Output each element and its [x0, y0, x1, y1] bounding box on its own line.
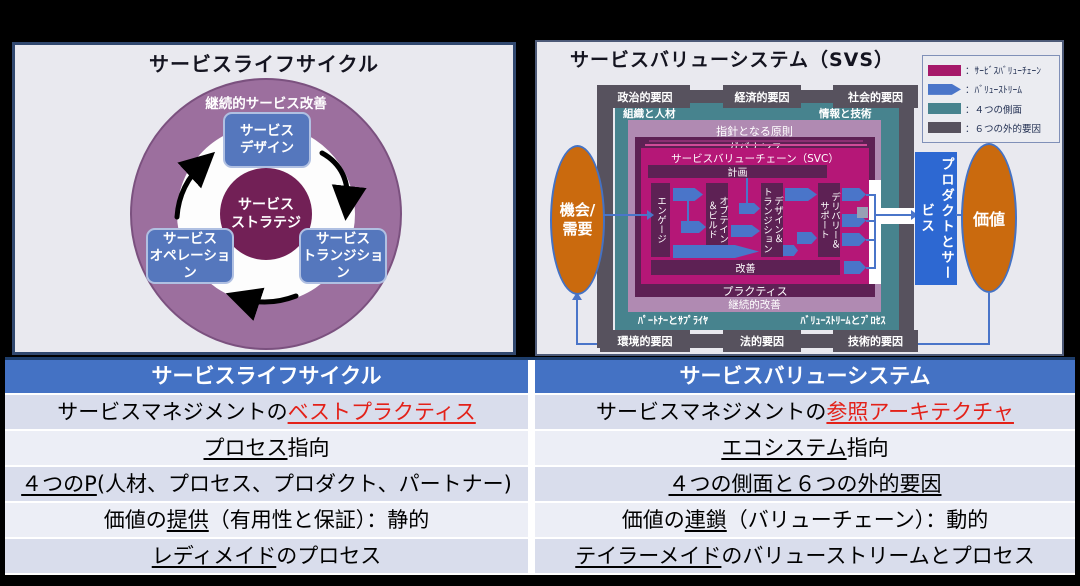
valuestream-arrow — [783, 245, 798, 256]
factor-environmental: 環境的要因 — [600, 330, 690, 352]
dimension-partners-suppliers: ﾊﾟｰﾄﾅｰとｻﾌﾟﾗｲﾔ — [617, 309, 729, 330]
dimension-valuestreams-processes: ﾊﾞﾘｭｰｽﾄﾘｰﾑとﾌﾟﾛｾｽ — [784, 309, 902, 330]
lifecycle-title: サービスライフサイクル — [149, 52, 379, 76]
service-transition-box: サービス トランジション — [299, 228, 387, 284]
cycle-arrows — [174, 150, 367, 321]
legend-label: ：４つの側面 — [965, 104, 1023, 116]
legend-row: ：４つの側面 — [928, 102, 1054, 116]
csi-ring-label: 継続的サービス改善 — [205, 96, 327, 112]
table-row: 価値の連鎖（バリューチェーン）：動的 — [535, 503, 1075, 539]
legend-label: ：ｻｰﾋﾞｽﾊﾞﾘｭｰﾁｪｰﾝ — [965, 66, 1042, 78]
valuestream-arrow — [785, 188, 817, 201]
connector-stub — [866, 194, 875, 196]
legend-row: ：６つの外的要因 — [928, 121, 1054, 135]
arrow-to-products-head — [911, 210, 918, 220]
table-row: ４つのP(人材、プロセス、プロダクト、パートナー) — [5, 467, 528, 503]
table-row: サービスマネジメントの参照アーキテクチャ — [535, 395, 1075, 431]
service-strategy-core: サービス ストラテジ — [220, 168, 312, 260]
svc-stack-line-2 — [649, 140, 863, 142]
table-row: レディメイドのプロセス — [5, 539, 528, 573]
output-channel-horizontal — [881, 208, 917, 224]
factor-economic: 経済的要因 — [723, 85, 801, 108]
valuestream-stem — [687, 201, 689, 222]
continual-improvement-label: 継続的改善 — [728, 299, 781, 311]
table-row: ４つの側面と６つの外的要因 — [535, 467, 1075, 503]
factor-technological: 技術的要因 — [833, 330, 918, 352]
factor-legal: 法的要因 — [723, 330, 801, 352]
valuestream-arrow — [673, 188, 703, 201]
valuestream-exit-arrow — [844, 261, 866, 274]
connector-stub — [866, 239, 875, 241]
valuestream-stem — [746, 178, 748, 206]
table-row: プロセス指向 — [5, 431, 528, 467]
arrow-opportunity-to-svc — [603, 214, 647, 216]
table-row: テイラーメイドのバリューストリームとプロセス — [535, 539, 1075, 573]
service-design-box: サービス デザイン — [223, 112, 311, 168]
connector-vertical — [874, 194, 876, 269]
connector-stub — [866, 220, 875, 222]
improve-band: 改善 — [651, 260, 840, 275]
feedback-line-left — [576, 299, 578, 345]
table-row: サービスマネジメントのベストプラクティス — [5, 395, 528, 431]
service-value-chain-swatch — [928, 64, 961, 76]
activity-design-transition: デザイン＆ トランジション — [761, 183, 783, 257]
svc-title: サービスバリューチェーン（SVC） — [671, 153, 839, 165]
table-row: エコシステム指向 — [535, 431, 1075, 467]
valuestream-exit-arrow — [842, 188, 866, 201]
arrow-to-products — [875, 214, 911, 216]
connector-stub — [866, 267, 875, 269]
valuestream-arrow — [797, 232, 817, 244]
svs-title: サービスバリューシステム（SVS） — [569, 49, 895, 71]
activity-engage: エンゲージ — [651, 183, 670, 257]
activity-deliver-support: デリバリー＆ サポート — [818, 183, 840, 257]
connector-node — [857, 207, 868, 218]
table-row: 価値の提供（有用性と保証）：静的 — [5, 503, 528, 539]
dimension-info-tech: 情報と技術 — [819, 108, 872, 120]
svs-panel: 組織と人材 情報と技術 ﾊﾟｰﾄﾅｰとｻﾌﾟﾗｲﾔ ﾊﾞﾘｭｰｽﾄﾘｰﾑとﾌﾟﾛ… — [535, 40, 1064, 356]
arrow-opportunity-head — [647, 210, 654, 220]
feedback-line-right — [988, 293, 990, 345]
value-stream-arrow-swatch — [928, 83, 961, 95]
legend-row: ：ﾊﾞﾘｭｰｽﾄﾘｰﾑ — [928, 82, 1054, 96]
lifecycle-panel: サービスライフサイクル 継続的サービス改善 サービス ストラテジ サービス デザ… — [12, 42, 516, 355]
guiding-principles-label: 指針となる原則 — [716, 125, 793, 138]
valuestream-arrow — [681, 221, 706, 233]
legend-label: ：６つの外的要因 — [965, 123, 1042, 135]
service-operation-box: サービス オペレーション — [146, 228, 234, 284]
plan-band: 計画 — [648, 165, 827, 179]
valuestream-arrow — [731, 225, 760, 237]
valuestream-arrow — [739, 203, 760, 214]
legend-row: ：ｻｰﾋﾞｽﾊﾞﾘｭｰﾁｪｰﾝ — [928, 63, 1054, 77]
svs-column: サービスバリューシステム サービスマネジメントの参照アーキテクチャ エコシステム… — [535, 360, 1075, 573]
valuestream-arrow — [673, 245, 759, 258]
comparison-table: サービスライフサイクル サービスマネジメントのベストプラクティス プロセス指向 … — [5, 357, 1075, 575]
dimension-org-people: 組織と人材 — [623, 108, 676, 120]
activity-obtain-build: オブテイン ＆ビルド — [706, 183, 728, 257]
legend: ：ｻｰﾋﾞｽﾊﾞﾘｭｰﾁｪｰﾝ ：ﾊﾞﾘｭｰｽﾄﾘｰﾑ ：４つの側面 ：６つの外… — [922, 55, 1060, 143]
column-header: サービスバリューシステム — [535, 360, 1075, 395]
value-oval: 価値 — [961, 143, 1017, 293]
legend-label: ：ﾊﾞﾘｭｰｽﾄﾘｰﾑ — [965, 85, 1023, 97]
opportunity-demand-oval: 機会/ 需要 — [550, 145, 605, 295]
svc-stack-line-1 — [645, 144, 867, 146]
four-dimensions-swatch — [928, 103, 961, 115]
products-services-box: プロダクトとサービス — [915, 152, 957, 285]
column-header: サービスライフサイクル — [5, 360, 528, 395]
valuestream-exit-arrow — [842, 233, 866, 246]
feedback-arrowhead — [572, 292, 582, 300]
practices-label: プラクティス — [722, 285, 788, 298]
factor-political: 政治的要因 — [600, 85, 690, 108]
arrow-products-to-value — [956, 214, 962, 216]
factor-social: 社会的要因 — [833, 85, 918, 108]
six-factors-swatch — [928, 122, 961, 134]
lifecycle-column: サービスライフサイクル サービスマネジメントのベストプラクティス プロセス指向 … — [5, 360, 528, 573]
factors-left-bar — [597, 85, 613, 340]
